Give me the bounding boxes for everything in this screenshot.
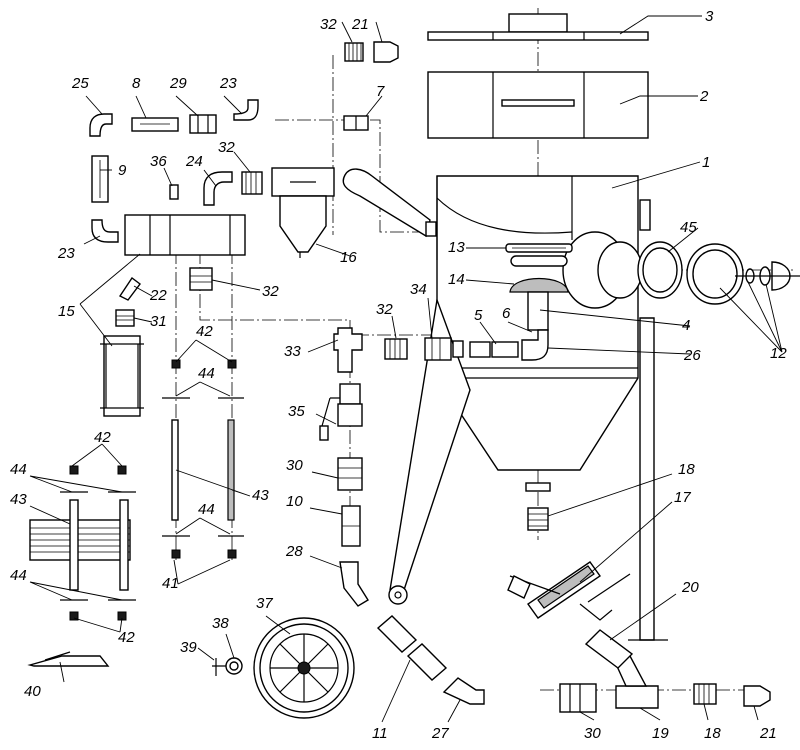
label-11: 11: [372, 725, 388, 742]
part-number-labels: 3 2 1 45 12 13 14 4 5 6 26 34 32 33 35 3…: [10, 8, 787, 742]
label-22: 22: [149, 287, 167, 304]
part-3-lid: [427, 13, 649, 41]
parts-17-18-20-grit-valve: [507, 507, 634, 669]
label-24: 24: [185, 153, 203, 170]
label-19: 19: [652, 725, 669, 742]
label-18-bottom: 18: [704, 725, 721, 742]
label-33: 33: [284, 343, 301, 360]
label-43-center: 43: [252, 487, 269, 504]
bottom-fittings-line: [559, 655, 771, 713]
left-cartridge-assembly: [29, 465, 136, 621]
parts-22-31-elbow-nipple: [115, 276, 141, 327]
label-10: 10: [286, 493, 303, 510]
label-8: 8: [132, 75, 141, 92]
parts-41-42-43-44-tie-rods: [162, 359, 244, 559]
label-7: 7: [376, 83, 385, 100]
part-15-filter-cartridge: [100, 335, 144, 417]
parts-33-32-34-tee-fittings: [333, 327, 464, 373]
part-15-moisture-separator: [124, 171, 263, 291]
label-16: 16: [340, 249, 357, 266]
label-35: 35: [288, 403, 305, 420]
part-40-clamp: [27, 651, 110, 667]
label-39: 39: [180, 639, 197, 656]
label-18-top: 18: [678, 461, 695, 478]
label-32-left: 32: [218, 139, 235, 156]
part-37-wheel: [253, 617, 355, 719]
label-30-bottom: 30: [584, 725, 601, 742]
label-44-left-top: 44: [10, 461, 27, 478]
label-23-left: 23: [57, 245, 75, 262]
label-29: 29: [169, 75, 187, 92]
label-36: 36: [150, 153, 167, 170]
label-14: 14: [448, 271, 465, 288]
label-44-lower: 44: [198, 501, 215, 518]
label-13: 13: [448, 239, 465, 256]
part-2-filter-box: [427, 71, 649, 139]
label-43-left: 43: [10, 491, 27, 508]
label-26: 26: [683, 347, 701, 364]
label-37: 37: [256, 595, 273, 612]
label-6: 6: [502, 305, 511, 322]
label-12: 12: [770, 345, 787, 362]
label-45: 45: [680, 219, 697, 236]
label-32-mid: 32: [262, 283, 279, 300]
parts-45-12-sight-window: [637, 241, 800, 305]
label-25: 25: [71, 75, 89, 92]
label-21-bottom: 21: [759, 725, 777, 742]
label-42-center: 42: [196, 323, 213, 340]
label-42-left-top: 42: [94, 429, 111, 446]
label-21-top: 21: [351, 16, 369, 33]
label-32-tank: 32: [376, 301, 393, 318]
label-15: 15: [58, 303, 75, 320]
label-44-left-bottom: 44: [10, 567, 27, 584]
parts-11-27-hose-elbow: [376, 615, 485, 705]
leader-lines: [29, 15, 783, 723]
label-20: 20: [681, 579, 699, 596]
label-31: 31: [150, 313, 167, 330]
part-1-tank: [342, 168, 668, 641]
parts-35-30-10-28-valve-line: [319, 383, 369, 607]
parts-7-32-21-top-fittings: [343, 41, 399, 131]
part-16-filter-bowl: [271, 167, 335, 258]
label-44-center: 44: [198, 365, 215, 382]
label-32-top: 32: [320, 16, 337, 33]
parts-38-39-washer-bolt: [212, 657, 243, 676]
label-38: 38: [212, 615, 229, 632]
label-9: 9: [118, 162, 127, 179]
parts-13-14-valve-internals: [469, 243, 573, 361]
label-34: 34: [410, 281, 427, 298]
label-1: 1: [702, 154, 710, 171]
label-40: 40: [24, 683, 41, 700]
label-5: 5: [474, 307, 483, 324]
label-28: 28: [285, 543, 303, 560]
label-3: 3: [705, 8, 714, 25]
label-4: 4: [682, 317, 690, 334]
label-2: 2: [699, 88, 709, 105]
label-17: 17: [674, 489, 691, 506]
label-27: 27: [431, 725, 449, 742]
label-42-left-bottom: 42: [118, 629, 135, 646]
label-30-vertical: 30: [286, 457, 303, 474]
label-41: 41: [162, 575, 179, 592]
label-23-top: 23: [219, 75, 237, 92]
